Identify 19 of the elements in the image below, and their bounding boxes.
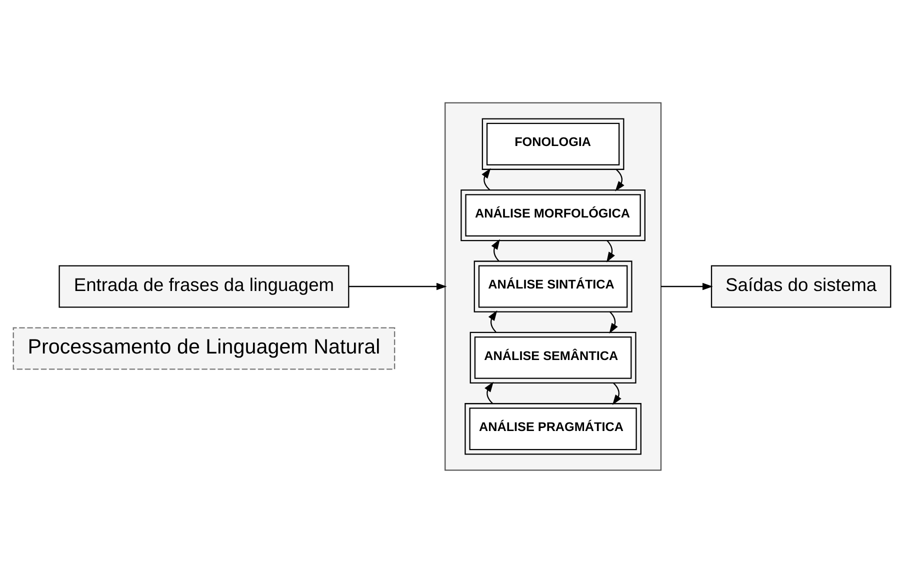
arrow [348,282,447,290]
arrow [612,382,622,404]
cluster [444,102,662,470]
arrow [615,168,624,191]
node-box: Saídas do sistema [710,264,892,308]
node-box: ANÁLISE MORFOLÓGICA [460,188,646,241]
node-box: ANÁLISE PRAGMÁTICA [464,402,642,454]
arrow [484,381,494,404]
arrow [660,282,713,290]
node-box: FONOLOGIA [482,118,624,170]
arrow [491,238,500,261]
node-box: Processamento de Linguagem Natural [12,326,396,370]
arrow [488,310,498,332]
node-box: Entrada de frases da linguagem [58,264,350,308]
arrow [606,240,615,262]
node-box: ANÁLISE SEMÂNTICA [470,331,636,384]
arrow [482,168,491,190]
node-box: ANÁLISE SINTÁTICA [474,260,632,312]
arrow [609,310,618,334]
